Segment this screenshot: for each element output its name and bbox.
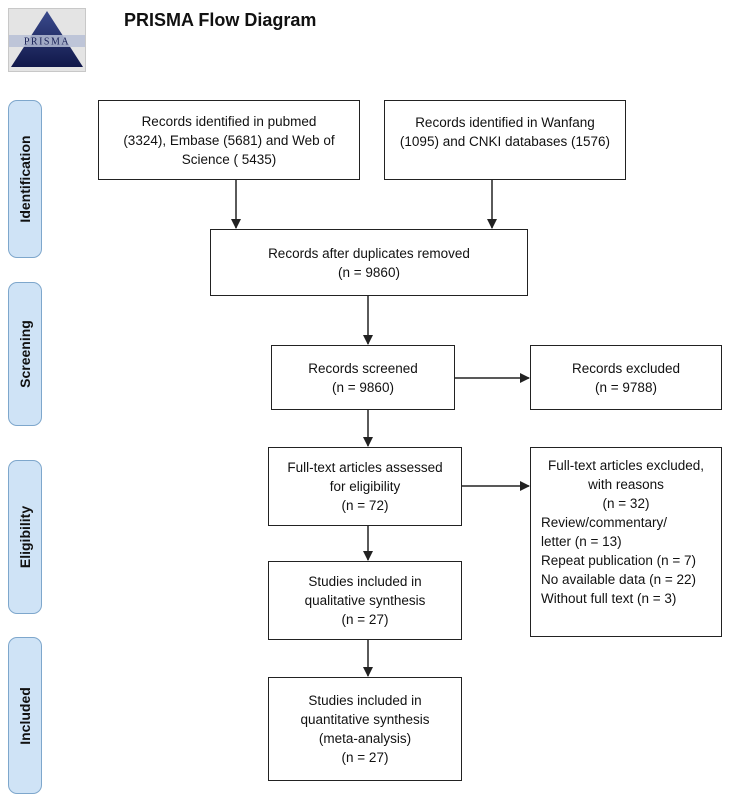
box-full-text-excluded: Full-text articles excluded, with reason… [530,447,722,637]
box-records-pubmed-embase-wos: Records identified in pubmed (3324), Emb… [98,100,360,180]
box-line: Records identified in Wanfang [415,115,595,130]
phase-identification: Identification [8,100,42,258]
box-quantitative-synthesis: Studies included in quantitative synthes… [268,677,462,781]
box-line: Studies included in [308,574,422,589]
exclusion-reason: Repeat publication (n = 7) [541,553,696,568]
box-line: (1095) and CNKI databases (1576) [399,134,611,149]
box-records-excluded: Records excluded (n = 9788) [530,345,722,410]
phase-screening: Screening [8,282,42,426]
box-line: Full-text articles excluded, [547,458,705,473]
box-line: (meta-analysis) [318,731,412,746]
box-full-text-assessed: Full-text articles assessed for eligibil… [268,447,462,526]
box-line: (n = 9788) [595,379,657,395]
box-line: (n = 72) [341,498,389,513]
box-line: (n = 27) [341,750,389,765]
exclusion-reason: letter (n = 13) [541,534,622,549]
phase-eligibility: Eligibility [8,460,42,614]
box-records-screened: Records screened (n = 9860) [271,345,455,410]
box-line: Records after duplicates removed [268,245,470,261]
box-qualitative-synthesis: Studies included in qualitative synthesi… [268,561,462,640]
box-records-wanfang-cnki: Records identified in Wanfang (1095) and… [384,100,626,180]
prisma-logo-text: PRISMA [24,37,70,48]
box-line: quantitative synthesis [300,712,430,727]
exclusion-reason: Without full text (n = 3) [541,591,677,606]
box-records-after-duplicates: Records after duplicates removed (n = 98… [210,229,528,296]
box-line: Records excluded [571,360,681,376]
box-line: (n = 9860) [332,379,394,395]
box-line: Studies included in [308,693,422,708]
box-line: (n = 32) [602,496,650,511]
page-title: PRISMA Flow Diagram [124,10,317,30]
phase-included: Included [8,637,42,794]
prisma-logo: PRISMA [8,8,86,72]
box-line: with reasons [588,477,664,492]
box-line: Records screened [308,360,418,376]
box-line: Records identified in pubmed [141,113,317,129]
exclusion-reason: Review/commentary/ [541,515,668,530]
box-line: (n = 27) [341,612,389,627]
box-line: (3324), Embase (5681) and Web of [123,132,335,148]
box-line: Full-text articles assessed [287,460,443,475]
box-line: (n = 9860) [338,264,400,280]
box-line: Science ( 5435) [181,151,277,167]
exclusion-reason: No available data (n = 22) [541,572,696,587]
box-line: for eligibility [329,479,401,494]
box-line: qualitative synthesis [304,593,426,608]
